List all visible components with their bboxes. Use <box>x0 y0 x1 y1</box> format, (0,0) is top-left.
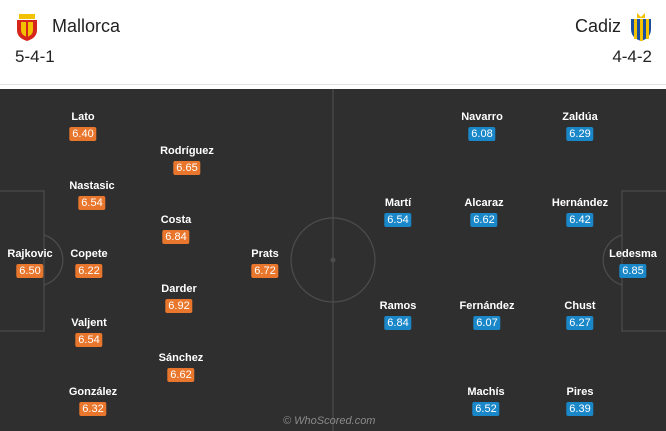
cadiz-crest-icon <box>631 13 651 41</box>
player-rating: 6.22 <box>75 264 103 278</box>
pitch-lines <box>0 89 666 431</box>
away-formation: 4-4-2 <box>612 47 652 66</box>
player-rating: 6.62 <box>470 213 498 227</box>
watermark: © WhoScored.com <box>283 415 376 427</box>
player-name: Nastasic <box>69 180 115 192</box>
away-team-name: Cadiz <box>574 16 621 36</box>
player-rating: 6.07 <box>473 316 501 330</box>
player-rating: 6.92 <box>165 299 193 313</box>
player-rating: 6.29 <box>566 127 594 141</box>
player-name: Sánchez <box>158 352 204 364</box>
player-rating: 6.72 <box>251 264 279 278</box>
player-rating: 6.50 <box>16 264 44 278</box>
player-rating: 6.08 <box>468 127 496 141</box>
player-rating: 6.84 <box>384 316 412 330</box>
player-name: Chust <box>564 300 596 312</box>
player-name: Hernández <box>551 197 609 209</box>
home-team-name: Mallorca <box>52 16 121 36</box>
player-rating: 6.54 <box>78 196 106 210</box>
player-rating: 6.85 <box>619 264 647 278</box>
player-rating: 6.27 <box>566 316 594 330</box>
player-name: Rajkovic <box>7 248 53 260</box>
player-name: Costa <box>160 214 192 226</box>
match-header: Mallorca 5-4-1 Cadiz 4-4-2 <box>0 0 666 84</box>
player-name: Fernández <box>459 300 515 312</box>
player-rating: 6.62 <box>167 368 195 382</box>
player-rating: 6.52 <box>472 402 500 416</box>
player-rating: 6.84 <box>162 230 190 244</box>
player-rating: 6.39 <box>566 402 594 416</box>
player-rating: 6.65 <box>173 161 201 175</box>
player-name: Zaldúa <box>562 111 598 123</box>
player-name: Rodríguez <box>160 145 214 157</box>
player-rating: 6.32 <box>79 402 107 416</box>
player-name: Ramos <box>379 300 417 312</box>
player-name: Lato <box>71 111 95 123</box>
player-name: Martí <box>384 197 412 209</box>
player-name: Ledesma <box>609 248 657 260</box>
player-name: Copete <box>70 248 108 260</box>
player-rating: 6.54 <box>75 333 103 347</box>
player-name: Navarro <box>461 111 503 123</box>
player-name: González <box>68 386 118 398</box>
player-rating: 6.42 <box>566 213 594 227</box>
player-name: Machís <box>467 386 505 398</box>
player-rating: 6.54 <box>384 213 412 227</box>
mallorca-crest-icon <box>17 14 37 41</box>
player-name: Pires <box>566 386 594 398</box>
player-rating: 6.40 <box>69 127 97 141</box>
player-name: Alcaraz <box>464 197 504 209</box>
pitch: Rajkovic 6.50 Lato 6.40 Nastasic 6.54 Co… <box>0 89 666 431</box>
player-name: Prats <box>251 248 279 260</box>
player-name: Darder <box>161 283 197 295</box>
header-divider <box>0 84 666 85</box>
home-formation: 5-4-1 <box>15 47 55 66</box>
player-name: Valjent <box>71 317 107 329</box>
